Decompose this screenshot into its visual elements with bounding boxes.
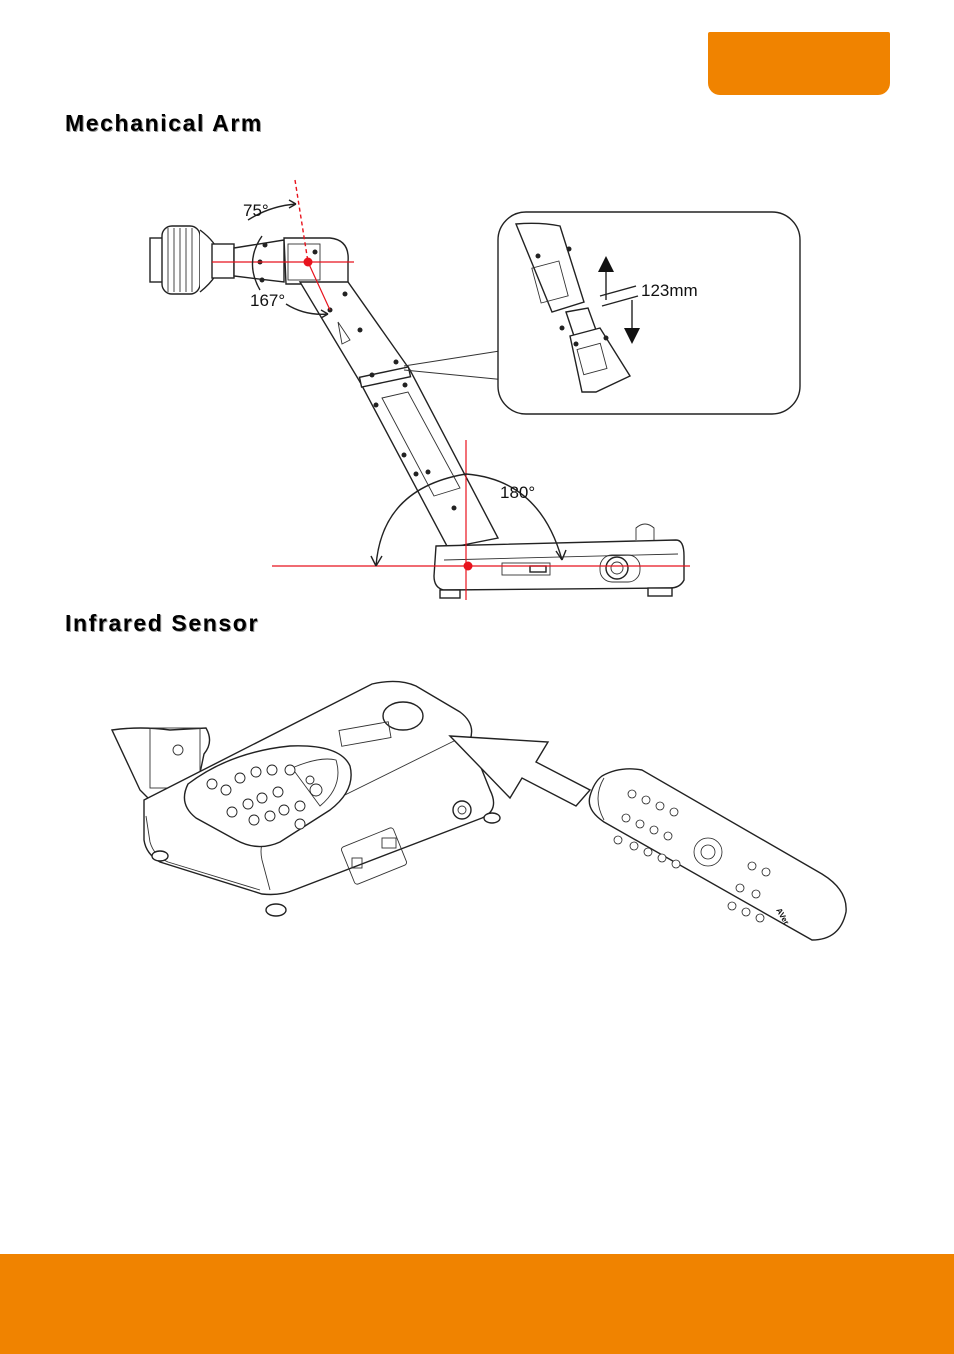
remote-control: AVer xyxy=(589,769,846,940)
footer-bar xyxy=(0,1254,954,1354)
